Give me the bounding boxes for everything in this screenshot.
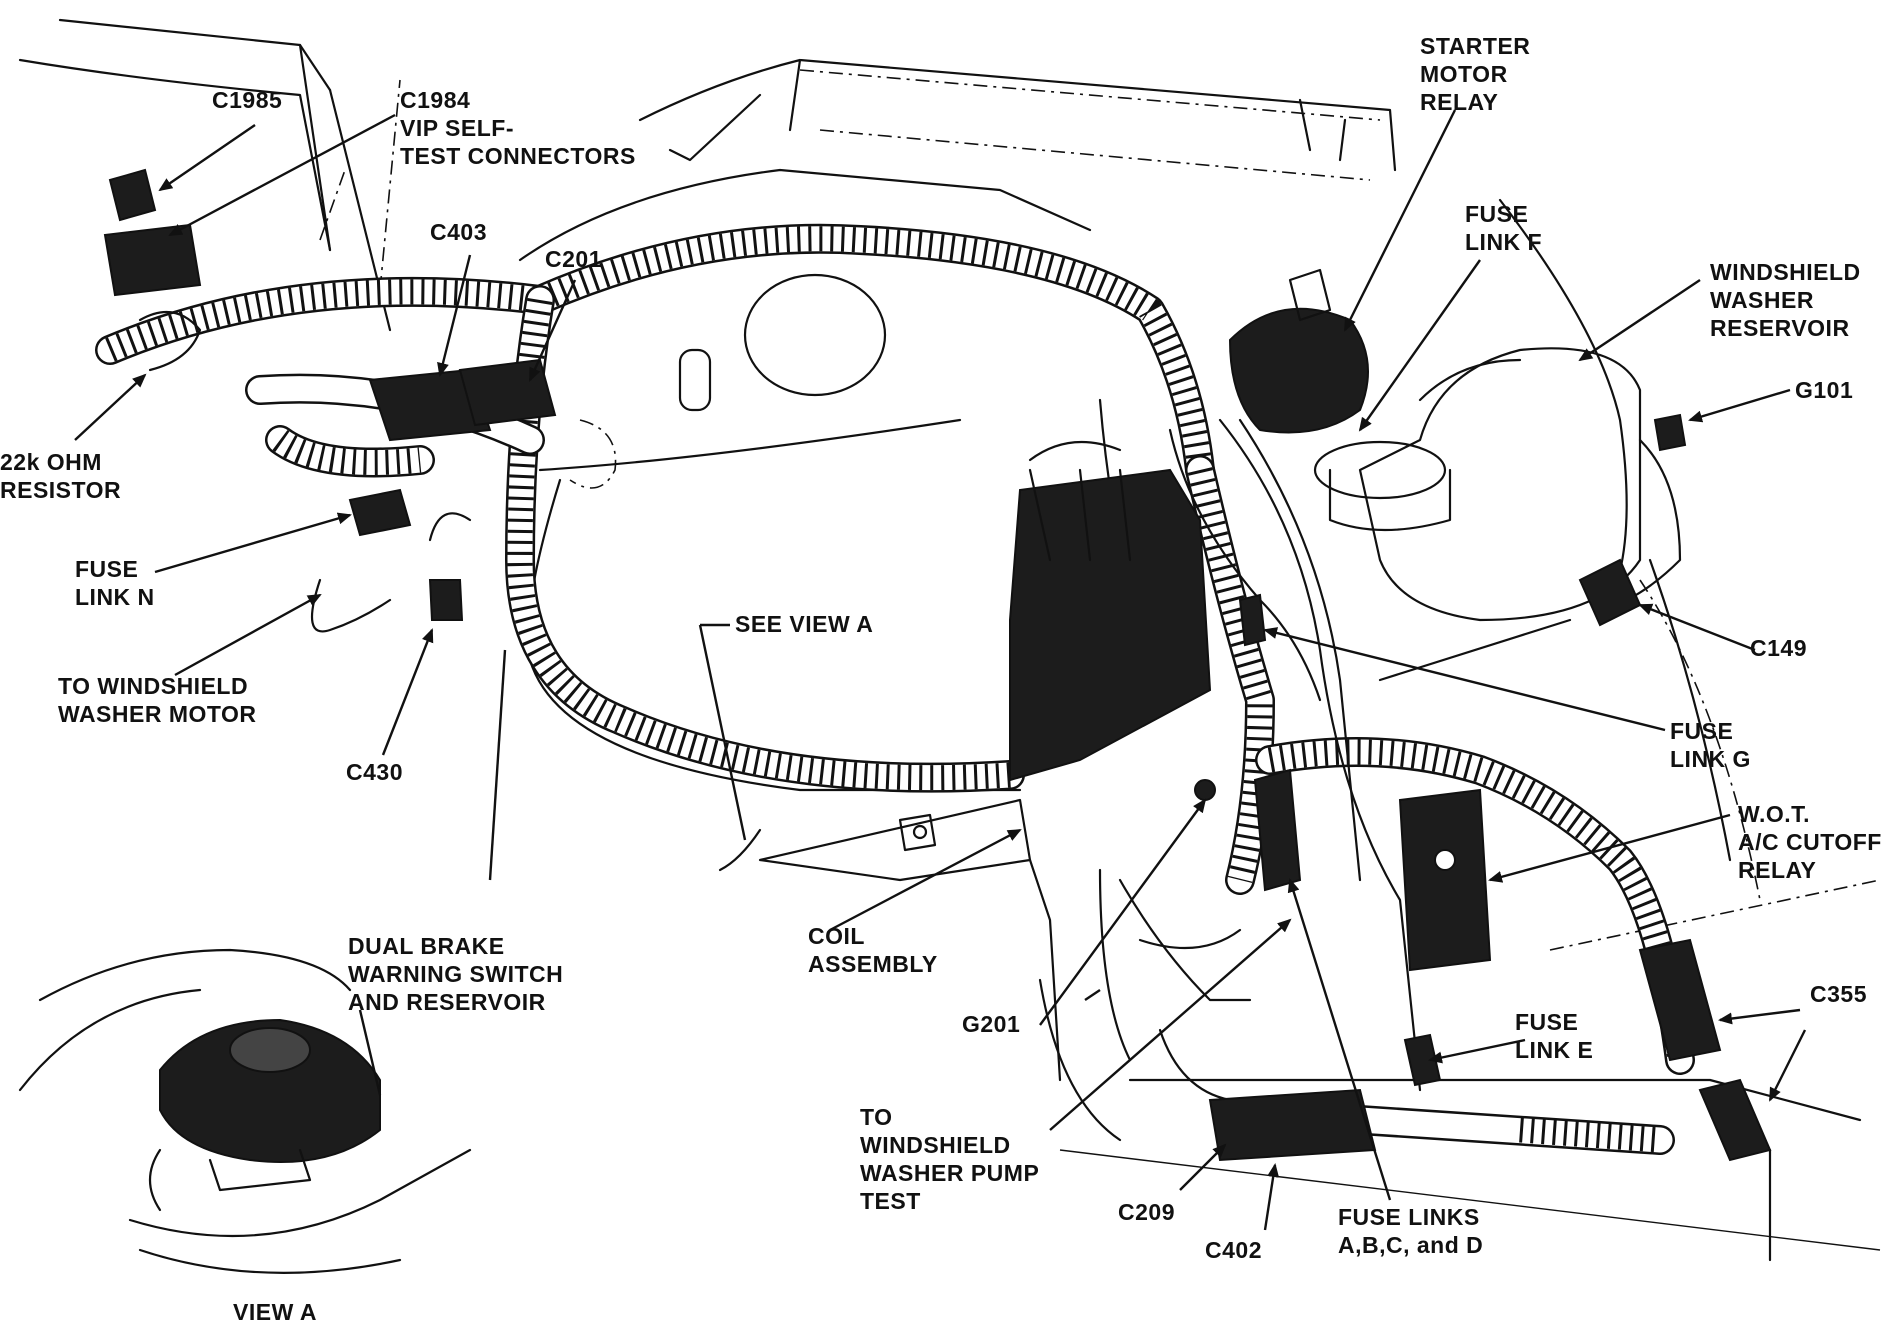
c1984-connector <box>103 223 202 297</box>
body-panels <box>18 18 1881 1251</box>
label-c1985: C1985 <box>212 87 283 113</box>
label-dual-brake-warning-switch: DUAL BRAKE WARNING SWITCH AND RESERVOIR <box>348 933 564 1015</box>
wot-relay-body <box>1398 788 1492 972</box>
c355-connector-a <box>1638 938 1722 1062</box>
label-c201: C201 <box>545 246 602 272</box>
label-c403: C403 <box>430 219 487 245</box>
label-view-a: VIEW A <box>233 1299 317 1325</box>
label-wot-ac-cutoff-relay: W.O.T. A/C CUTOFF RELAY <box>1738 801 1882 883</box>
label-22k-ohm-resistor: 22k OHM RESISTOR <box>0 449 122 503</box>
label-starter-motor-relay: STARTER MOTOR RELAY <box>1420 33 1531 115</box>
g101-terminal <box>1653 413 1687 452</box>
label-fuse-link-g: FUSE LINK G <box>1670 718 1751 772</box>
resistor-body <box>138 310 202 372</box>
c430-connector <box>428 579 464 621</box>
label-c209: C209 <box>1118 1199 1175 1225</box>
label-c402: C402 <box>1205 1237 1262 1263</box>
fuse-link-e-body <box>1403 1033 1442 1087</box>
c355-connector-b <box>1698 1078 1772 1162</box>
main-harness <box>95 223 1695 1155</box>
washer-reservoir <box>1313 347 1642 622</box>
label-c355: C355 <box>1810 981 1867 1007</box>
g201-terminal <box>1194 779 1216 801</box>
label-fuse-link-n: FUSE LINK N <box>75 556 155 610</box>
label-see-view-a: SEE VIEW A <box>735 611 874 637</box>
starter-relay-body <box>1228 307 1369 434</box>
label-to-windshield-washer-pump-test: TO WINDSHIELD WASHER PUMP TEST <box>860 1104 1040 1214</box>
label-fuse-link-e: FUSE LINK E <box>1515 1009 1594 1063</box>
c149-connector <box>1578 558 1642 627</box>
label-fuse-link-f: FUSE LINK F <box>1465 201 1543 255</box>
label-g101: G101 <box>1795 377 1854 403</box>
leader-lines <box>74 109 1807 1231</box>
label-c149: C149 <box>1750 635 1807 661</box>
label-g201: G201 <box>962 1011 1021 1037</box>
label-to-windshield-washer-motor: TO WINDSHIELD WASHER MOTOR <box>58 673 257 727</box>
components <box>103 168 1772 1162</box>
brake-reservoir-body <box>159 1018 381 1163</box>
view-a-inset <box>18 948 472 1274</box>
c403-connector <box>368 368 492 442</box>
fuse-link-n-body <box>348 488 412 537</box>
label-coil-assembly: COIL ASSEMBLY <box>808 923 938 977</box>
label-c430: C430 <box>346 759 403 785</box>
fuse-link-g-body <box>1238 593 1267 647</box>
c1985-connector <box>108 168 157 222</box>
c209-c402-connectors <box>1208 1088 1377 1162</box>
label-c1984: C1984 VIP SELF- TEST CONNECTORS <box>400 87 636 169</box>
c201-connector <box>458 358 557 427</box>
label-windshield-washer-reservoir: WINDSHIELD WASHER RESERVOIR <box>1710 259 1861 341</box>
fuse-links-abcd-body <box>1253 768 1302 892</box>
label-fuse-links-abcd: FUSE LINKS A,B,C, and D <box>1338 1204 1484 1258</box>
coil-assembly-body <box>1009 468 1212 782</box>
